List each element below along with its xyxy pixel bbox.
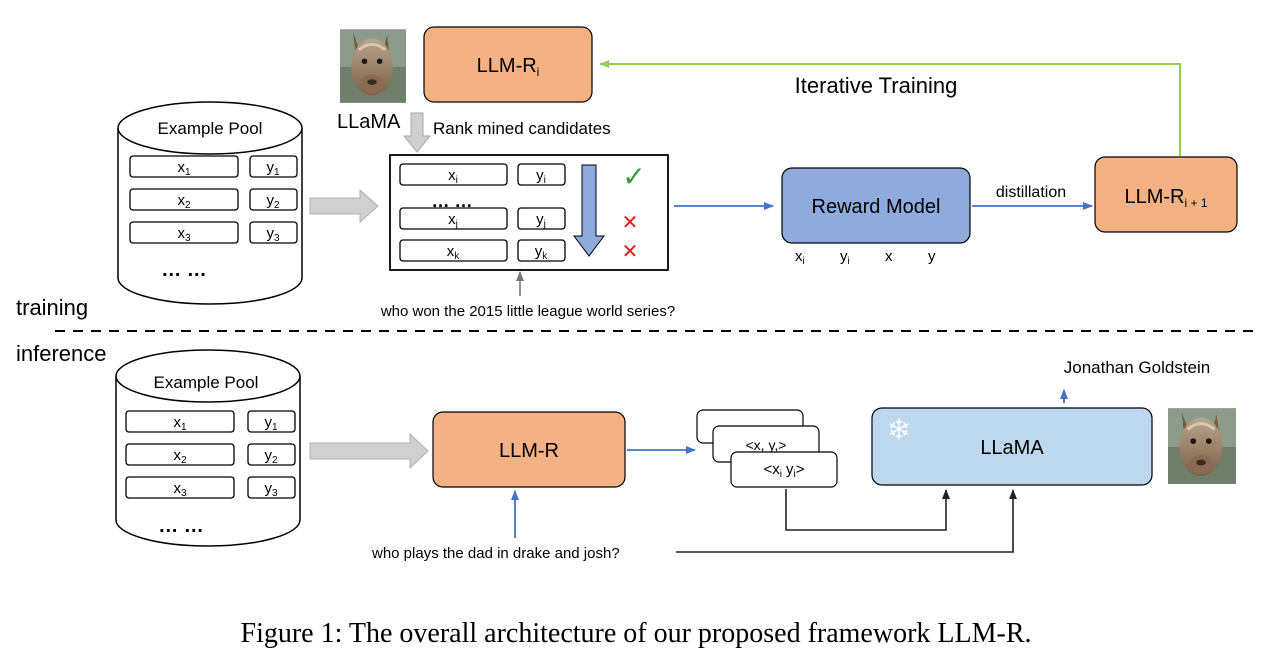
training-llama-image (340, 28, 406, 104)
svg-text:yi: yi (840, 248, 850, 267)
svg-text:xk: xk (447, 243, 461, 262)
training-section-label: training (16, 295, 88, 320)
svg-text:<x, y,>: <x, y,> (746, 437, 787, 453)
svg-text:x3: x3 (177, 225, 191, 244)
distillation-label: distillation (996, 184, 1066, 201)
inference-llm-r-box: LLM-R (432, 411, 626, 488)
svg-text:yk: yk (535, 243, 549, 262)
candidate-ellipsis: … … (431, 191, 472, 211)
training-query: who won the 2015 little league world ser… (380, 303, 675, 320)
candidate-row: xj yj (399, 207, 566, 230)
svg-text:xj: xj (448, 211, 458, 230)
svg-text:x2: x2 (177, 192, 191, 211)
rank-down-arrow (402, 112, 432, 153)
training-pool-title: Example Pool (158, 119, 263, 138)
iterative-training-arrow (599, 60, 1181, 156)
check-mark-icon: ✓ (622, 161, 645, 192)
training-pool-to-candidates-arrow (309, 188, 379, 224)
inference-pool-row: x2 y2 (125, 443, 296, 466)
training-example-pool: Example Pool x1 y1 x2 y2 x3 y3 … … (117, 101, 303, 305)
svg-text:LLaMA: LLaMA (980, 437, 1044, 459)
training-pool-row: x1 y1 (129, 155, 298, 178)
inference-pool-row: x1 y1 (125, 410, 296, 433)
inference-output: Jonathan Goldstein (1064, 358, 1211, 377)
inference-section-label: inference (16, 341, 107, 366)
svg-text:x: x (885, 248, 893, 265)
snowflake-icon: ❄ (886, 414, 911, 447)
svg-text:LLM-Ri: LLM-Ri (477, 55, 540, 79)
training-pool-row: x2 y2 (129, 188, 298, 211)
svg-text:y2: y2 (266, 192, 280, 211)
svg-text:y1: y1 (266, 159, 280, 178)
ranking-down-arrow (573, 164, 605, 257)
llm-r-next-box: LLM-Ri + 1 (1094, 156, 1238, 233)
svg-text:y2: y2 (264, 447, 278, 466)
llm-r-i-box: LLM-Ri (423, 26, 593, 103)
svg-text:x1: x1 (177, 159, 191, 178)
inference-example-pool: Example Pool x1 y1 x2 y2 x3 y3 … … (115, 349, 301, 547)
candidate-list-box: xi yi … … xj yj xk yk ✓ ✕ ✕ (389, 154, 669, 271)
inference-query: who plays the dad in drake and josh? (371, 545, 620, 562)
inference-pool-ellipsis: … … (158, 515, 204, 537)
svg-text:yi: yi (536, 167, 546, 186)
svg-text:y1: y1 (264, 414, 278, 433)
svg-text:Reward Model: Reward Model (812, 196, 941, 218)
training-pool-ellipsis: … … (161, 259, 207, 281)
svg-text:xi: xi (448, 167, 458, 186)
svg-text:y3: y3 (264, 480, 278, 499)
svg-text:x3: x3 (173, 480, 187, 499)
cross-mark-icon: ✕ (622, 241, 639, 263)
inference-pool-row: x3 y3 (125, 476, 296, 499)
query-to-llama-arrow (676, 489, 1017, 553)
svg-text:y: y (928, 248, 936, 265)
inference-llama-box: LLaMA ❄ (871, 407, 1153, 486)
inference-pool-title: Example Pool (154, 373, 259, 392)
figure-caption: Figure 1: The overall architecture of ou… (241, 618, 1032, 649)
inference-pool-to-llmr-arrow (309, 432, 429, 470)
svg-text:x1: x1 (173, 414, 187, 433)
cross-mark-icon: ✕ (622, 212, 639, 234)
svg-text:x2: x2 (173, 447, 187, 466)
reward-model-inputs: xi yi x y (795, 248, 936, 267)
demos-to-llama-arrow (785, 489, 950, 531)
svg-text:y3: y3 (266, 225, 280, 244)
iterative-training-label: Iterative Training (795, 73, 958, 98)
svg-text:yj: yj (536, 211, 546, 230)
inference-llama-image (1168, 406, 1236, 486)
reward-model-box: Reward Model (781, 167, 971, 244)
svg-text:LLM-R: LLM-R (499, 440, 559, 462)
training-llama-label: LLaMA (337, 111, 401, 133)
candidate-row: xi yi (399, 163, 566, 186)
candidate-row: xk yk (399, 239, 566, 262)
svg-text:xi: xi (795, 248, 805, 267)
training-pool-row: x3 y3 (129, 221, 298, 244)
rank-label: Rank mined candidates (433, 119, 611, 138)
svg-text:LLM-Ri + 1: LLM-Ri + 1 (1124, 186, 1207, 210)
